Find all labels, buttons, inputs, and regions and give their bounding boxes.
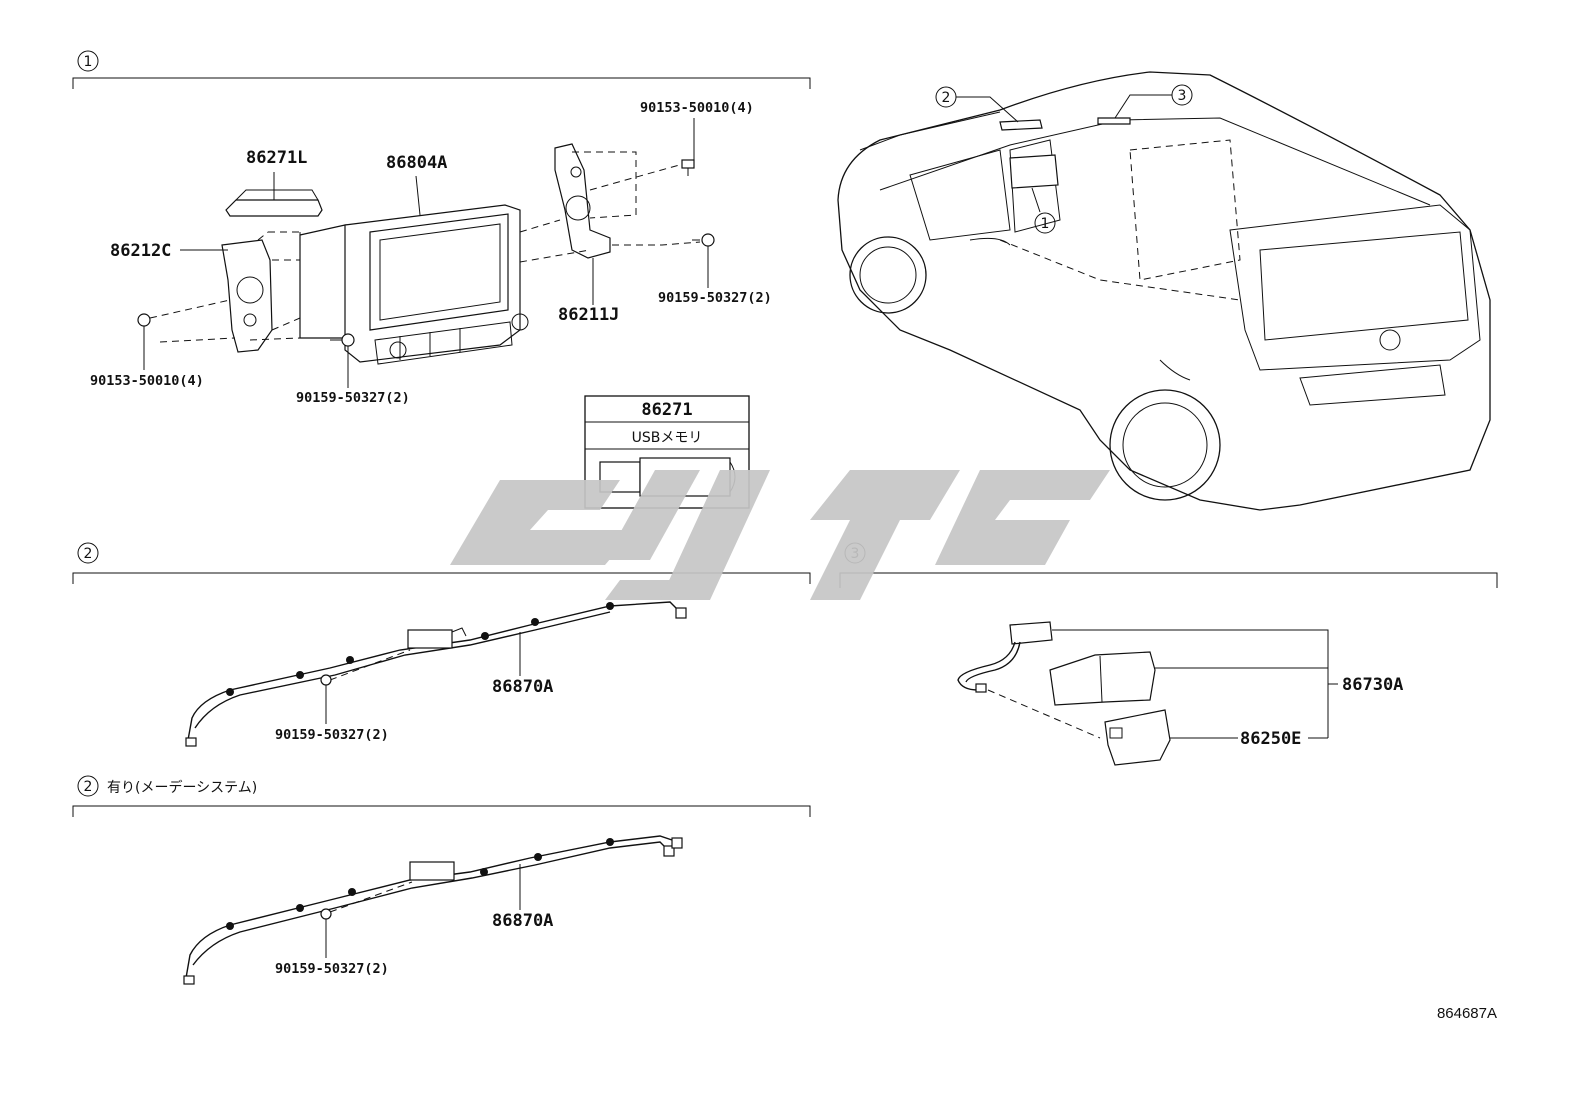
section-2b-marker — [77, 775, 99, 797]
watermark-logo — [450, 470, 1110, 600]
assembly-lines-section-1 — [149, 151, 701, 343]
section-2: 2 86870A 90159-50327(2) — [72, 542, 811, 747]
vehicle-callout-2: 2 — [935, 86, 1019, 123]
section-2b-marker-number: 2 — [84, 779, 93, 795]
section-1-marker-number: 1 — [84, 54, 93, 70]
label-86730A: 86730A — [1342, 675, 1403, 695]
svg-text:1: 1 — [1041, 216, 1050, 232]
display-unit-86804A — [299, 175, 529, 365]
diagram-reference-id: 864687A — [1437, 1005, 1497, 1022]
label-screw-left: 90153-50010(4) — [90, 373, 204, 389]
harness-86870A-b — [183, 835, 683, 985]
label-86250E: 86250E — [1240, 729, 1301, 749]
bracket-right-86211J — [554, 143, 611, 305]
section-2-marker — [77, 542, 99, 564]
screw-section-2b — [320, 908, 332, 958]
label-screw-section-2: 90159-50327(2) — [275, 727, 389, 743]
label-86271: 86271 — [641, 400, 692, 420]
section-3-bracket-line — [839, 572, 1498, 588]
label-screw-bottom: 90159-50327(2) — [296, 390, 410, 406]
section-2b: 2 有り(メーデーシステム) 86870A 90159-50327(2) — [72, 775, 811, 985]
screw-top-right — [681, 118, 695, 176]
vehicle-illustration: 1 2 3 — [837, 71, 1491, 511]
svg-text:3: 3 — [1178, 88, 1187, 104]
screw-section-2 — [320, 674, 332, 724]
bracket-top-86271L — [225, 172, 323, 217]
screw-bottom — [330, 333, 355, 388]
label-86804A: 86804A — [386, 153, 447, 173]
section-1-marker — [77, 50, 99, 72]
label-screw-top-right: 90153-50010(4) — [640, 100, 754, 116]
section-2b-bracket-line — [72, 805, 811, 817]
section-1: 1 86271L 86804A — [72, 50, 811, 509]
screw-left — [137, 313, 151, 370]
label-screw-right: 90159-50327(2) — [658, 290, 772, 306]
label-usb-memory: USBメモリ — [632, 430, 703, 446]
label-86870A-b: 86870A — [492, 911, 553, 931]
screw-right — [692, 233, 715, 288]
label-86271L: 86271L — [246, 148, 307, 168]
section-3: 3 86730A 86250E — [839, 542, 1498, 766]
svg-text:2: 2 — [942, 90, 951, 106]
section-2-bracket-line — [72, 572, 811, 584]
section-2-marker-number: 2 — [84, 546, 93, 562]
label-screw-section-2b: 90159-50327(2) — [275, 961, 389, 977]
usb-port-assembly-86730A — [957, 621, 1338, 766]
bracket-left-86212C — [180, 239, 273, 353]
label-86212C: 86212C — [110, 241, 171, 261]
section-1-bracket-line — [72, 77, 811, 89]
harness-86870A — [185, 601, 687, 747]
vehicle-callout-3: 3 — [1114, 84, 1193, 119]
label-86870A: 86870A — [492, 677, 553, 697]
vehicle-callout-1: 1 — [1031, 187, 1056, 234]
label-86211J: 86211J — [558, 305, 619, 325]
section-2b-title: 有り(メーデーシステム) — [107, 779, 257, 796]
